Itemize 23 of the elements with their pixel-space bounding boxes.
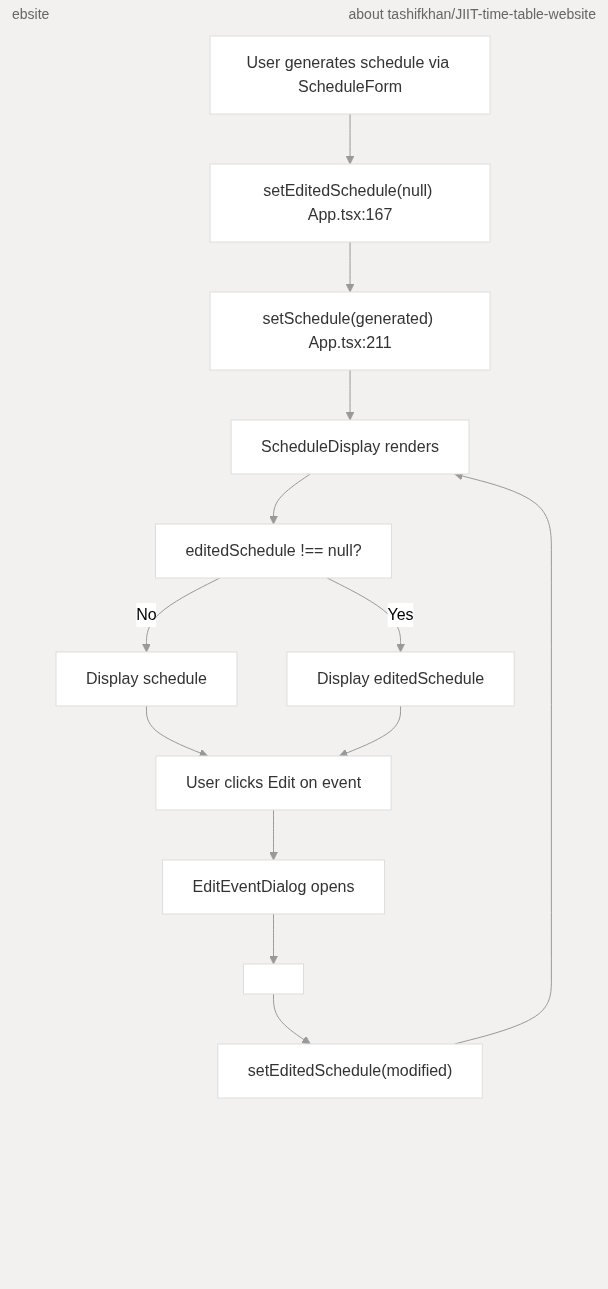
- node-box: editedSchedule !== null?: [155, 523, 393, 579]
- node-box: setEditedSchedule(null) App.tsx:167: [209, 163, 491, 243]
- arrow: [345, 113, 355, 165]
- note-text: about tashifkhan/JIIT-time-table-website: [348, 6, 596, 22]
- arrow: [142, 577, 221, 653]
- node-box: ScheduleDisplay renders: [230, 419, 470, 475]
- node-box: [243, 963, 305, 995]
- edge-label: No: [136, 605, 157, 623]
- node-box: User generates schedule via ScheduleForm: [209, 35, 491, 115]
- node-box: Display schedule: [55, 651, 238, 707]
- node-box: User clicks Edit on event: [155, 755, 392, 811]
- note-text: ebsite: [12, 6, 50, 22]
- node-box: EditEventDialog opens: [162, 859, 386, 915]
- arrow: [269, 809, 279, 861]
- edge-label: Yes: [387, 605, 414, 623]
- arrow: [273, 993, 311, 1045]
- arrow: [345, 241, 355, 293]
- node-box: setSchedule(generated) App.tsx:211: [209, 291, 491, 371]
- arrow: [269, 913, 279, 965]
- arrow: [345, 369, 355, 421]
- node-box: setEditedSchedule(modified): [217, 1043, 484, 1099]
- arrow: [269, 473, 312, 525]
- node-box: Display editedSchedule: [286, 651, 515, 707]
